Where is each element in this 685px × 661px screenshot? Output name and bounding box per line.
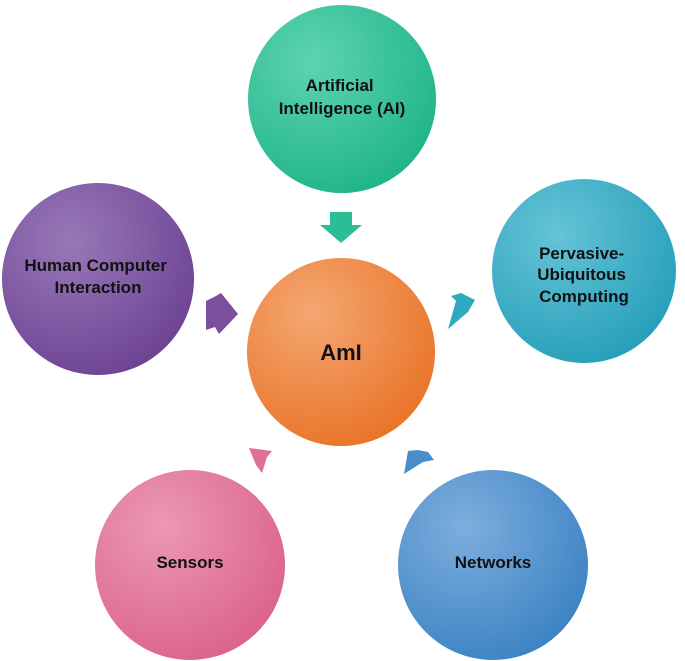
arrow-hci-to-ami (206, 293, 238, 334)
node-sensors-circle (95, 470, 285, 660)
node-hci-label-line1: Human Computer (24, 256, 167, 275)
arrow-sensors-to-ami (249, 448, 272, 473)
node-pervasive-label-line3: Computing (539, 287, 629, 306)
node-pervasive-label-line1: Pervasive- (539, 244, 624, 263)
node-networks: Networks (398, 470, 588, 660)
node-pervasive-circle (492, 179, 676, 363)
node-human-computer-interaction: Human Computer Interaction (2, 183, 194, 375)
svg-text:Pervasive- Ubiquitous: Pervasive- Ubiquitous Computing (537, 244, 631, 306)
svg-text:Networks: Networks (455, 553, 532, 572)
arrow-pervasive-to-ami (448, 293, 475, 329)
node-ai-label-line1: Artificial (306, 76, 374, 95)
node-networks-label: Networks (455, 553, 532, 572)
node-ami-circle (247, 258, 435, 446)
arrow-networks-to-ami (404, 450, 434, 474)
node-sensors-label: Sensors (156, 553, 223, 572)
svg-text:AmI: AmI (320, 340, 362, 365)
node-pervasive-ubiquitous-computing: Pervasive- Ubiquitous Computing (492, 179, 676, 363)
svg-text:Sensors: Sensors (156, 553, 223, 572)
node-ai-circle (248, 5, 436, 193)
node-hci-label-line2: Interaction (55, 278, 142, 297)
node-ai-label-line2: Intelligence (AI) (279, 99, 406, 118)
node-ami-label: AmI (320, 340, 362, 365)
svg-text:Human Computer Interacti: Human Computer Interaction (24, 256, 171, 297)
node-hci-circle (2, 183, 194, 375)
svg-text:Artificial Intelligence: Artificial Intelligence (AI) (279, 76, 406, 118)
node-pervasive-label-line2: Ubiquitous (537, 265, 626, 284)
node-networks-circle (398, 470, 588, 660)
node-sensors: Sensors (95, 470, 285, 660)
arrow-ai-to-ami (320, 212, 362, 243)
node-artificial-intelligence: Artificial Intelligence (AI) (248, 5, 436, 193)
node-ami-center: AmI (247, 258, 435, 446)
